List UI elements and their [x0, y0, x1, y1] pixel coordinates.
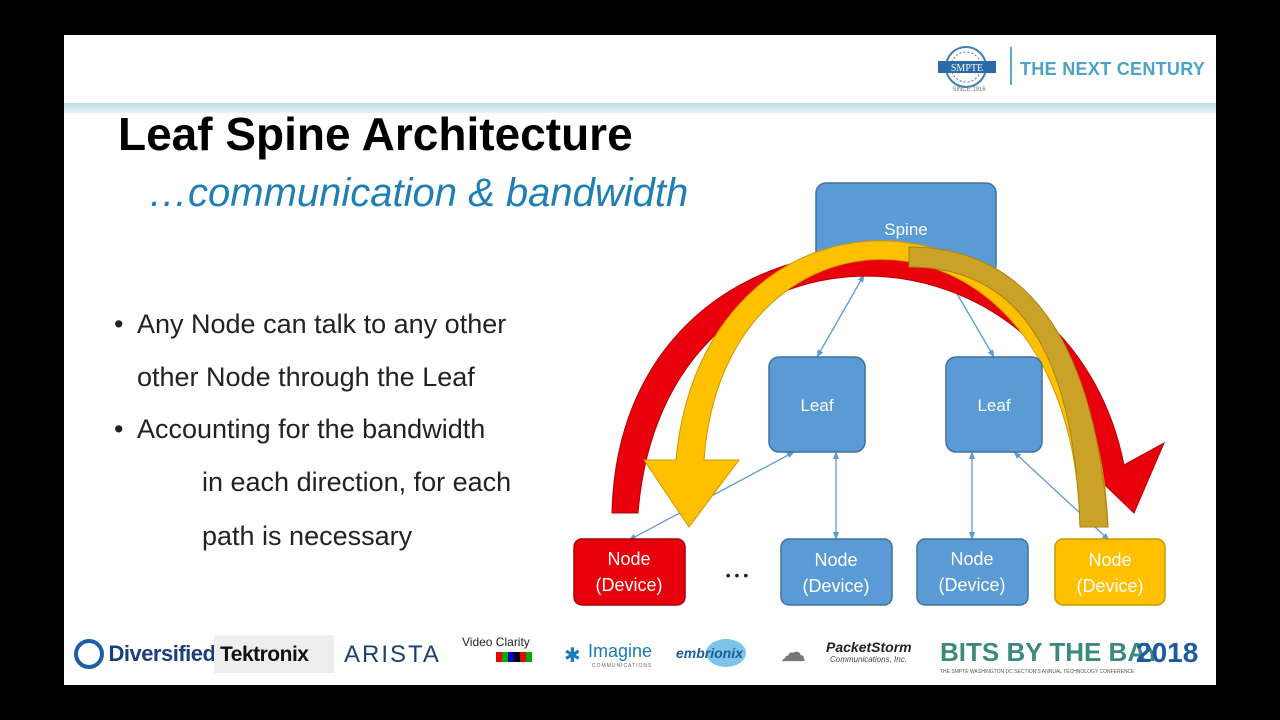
node-3-device: (Device) [938, 575, 1005, 595]
node-box-red [573, 538, 686, 606]
imagine-figure-icon: ✱ [564, 645, 581, 667]
sponsor-diversified-text: Diversified. [108, 641, 222, 666]
sponsor-imagine: ✱ Imagine COMMUNICATIONS [562, 637, 662, 673]
sponsor-diversified: Diversified. [74, 639, 222, 669]
since-text: SINCE 1916 [952, 87, 986, 93]
node-yellow-label: Node [1088, 550, 1131, 570]
sponsor-packetstorm-subtext: Communications, Inc. [830, 655, 907, 664]
sponsor-tektronix: Tektronix [214, 635, 334, 673]
sponsor-arista: ARISTA [344, 641, 441, 669]
bullet-2-line-2: in each direction, for each [202, 467, 512, 497]
node-ellipsis: • • • [726, 567, 749, 583]
storm-cloud-icon: ☁ [780, 637, 806, 667]
sponsor-videoclarity: Video Clarity [462, 635, 538, 669]
sponsor-packetstorm: ☁ PacketStorm Communications, Inc. [780, 635, 926, 675]
sponsor-packetstorm-text: PacketStorm [826, 639, 912, 655]
slide: SMPTE SINCE 1916 THE NEXT CENTURY Leaf S… [64, 35, 1216, 685]
bullet-2-marker: • [114, 414, 124, 444]
sponsor-bits-by-the-bay: BITS BY THE BAY 2018 THE SMPTE WASHINGTO… [940, 635, 1210, 681]
embrionix-swoosh-icon [706, 639, 746, 667]
bits-by-the-bay-text: BITS BY THE BAY [940, 637, 1162, 667]
bullet-1-line-2: other Node through the Leaf [137, 362, 475, 392]
videoclarity-checker-icon [496, 652, 532, 662]
bits-by-the-bay-year: 2018 [1136, 637, 1199, 668]
connector-spine-leaf-left [816, 274, 865, 358]
sponsor-embrionix: embrionix [676, 639, 776, 671]
leaf-right-label: Leaf [977, 396, 1010, 415]
sponsor-footer: Diversified. Tektronix ARISTA Video Clar… [64, 631, 1216, 685]
node-box-3 [916, 538, 1029, 606]
slide-title: Leaf Spine Architecture [118, 108, 633, 160]
header-band [64, 103, 1216, 113]
bits-by-the-bay-subtext: THE SMPTE WASHINGTON DC SECTION'S ANNUAL… [940, 669, 1135, 675]
smpte-seal-icon: SMPTE [938, 46, 996, 88]
node-red-device: (Device) [595, 575, 662, 595]
node-3-label: Node [950, 549, 993, 569]
bullet-1-marker: • [114, 309, 124, 339]
diversified-d-icon [74, 639, 104, 669]
sponsor-tektronix-text: Tektronix [220, 643, 309, 666]
sponsor-imagine-subtext: COMMUNICATIONS [592, 663, 653, 669]
node-yellow-device: (Device) [1076, 576, 1143, 596]
bullet-2-line-1: Accounting for the bandwidth [137, 414, 486, 444]
logo-divider [1010, 47, 1012, 85]
sponsor-embrionix-text: embrionix [676, 645, 743, 661]
slide-subtitle: …communication & bandwidth [148, 171, 689, 215]
smpte-logo: SMPTE SINCE 1916 THE NEXT CENTURY [936, 45, 1216, 101]
gold-arrow-segment [908, 246, 1109, 528]
leaf-left-label: Leaf [800, 396, 833, 415]
leaf-spine-diagram: Spine Leaf Leaf Node (Device) • • • Node… [573, 182, 1166, 606]
node-red-label: Node [607, 549, 650, 569]
node-box-yellow [1054, 538, 1166, 606]
tagline: THE NEXT CENTURY [1020, 59, 1206, 79]
node-box-2 [780, 538, 893, 606]
node-2-label: Node [814, 550, 857, 570]
seal-text: SMPTE [951, 63, 983, 74]
bullet-1-line-1: Any Node can talk to any other [137, 309, 507, 339]
sponsor-imagine-text: Imagine [588, 641, 653, 661]
spine-label: Spine [884, 220, 927, 239]
sponsor-arista-text: ARISTA [344, 641, 441, 668]
bullet-2-line-3: path is necessary [202, 521, 413, 551]
leaf-box-left [768, 356, 866, 453]
node-2-device: (Device) [802, 576, 869, 596]
sponsor-videoclarity-text: Video Clarity [462, 635, 530, 649]
leaf-box-right [945, 356, 1043, 453]
